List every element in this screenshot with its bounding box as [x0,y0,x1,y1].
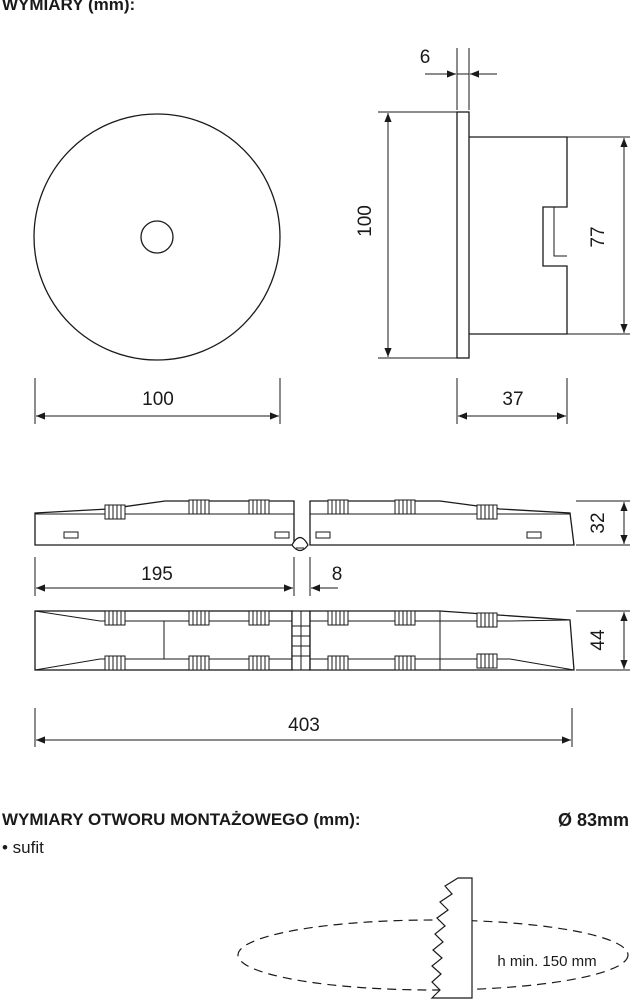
top-width-label: 44 [588,629,609,651]
profile-gap-label: 8 [332,564,343,585]
profile-half-label: 195 [141,564,173,585]
dimensions-heading: WYMIARY (mm): [2,0,136,14]
side-height-label: 100 [355,205,376,237]
front-width-label: 100 [142,389,174,410]
total-length-label: 403 [288,715,320,736]
front-view: 100 [33,113,281,424]
side-plate-label: 6 [420,47,431,68]
hole-diameter: Ø 83mm [557,810,629,830]
profile-height-label: 32 [588,512,609,533]
side-depth-label: 37 [502,389,523,410]
ceiling-bullet: • sufit [2,838,44,857]
side-view: 100 77 6 37 [355,47,630,424]
top-view: 44 403 [34,610,630,747]
ceiling-cutout-ellipse [237,919,629,991]
mounting-hole-heading: WYMIARY OTWORU MONTAŻOWEGO (mm): [2,810,361,829]
height-note: h min. 150 mm [497,953,596,970]
side-mounting-plate [456,111,470,359]
front-disc-outline [33,113,281,361]
ceiling-saw-profile [430,877,473,999]
side-body-outline [469,136,568,335]
mounting-illustration: h min. 150 mm [237,877,629,999]
profile-view: 32 195 8 [34,499,630,596]
side-body-label: 77 [588,226,609,247]
front-center-hole [140,220,174,254]
